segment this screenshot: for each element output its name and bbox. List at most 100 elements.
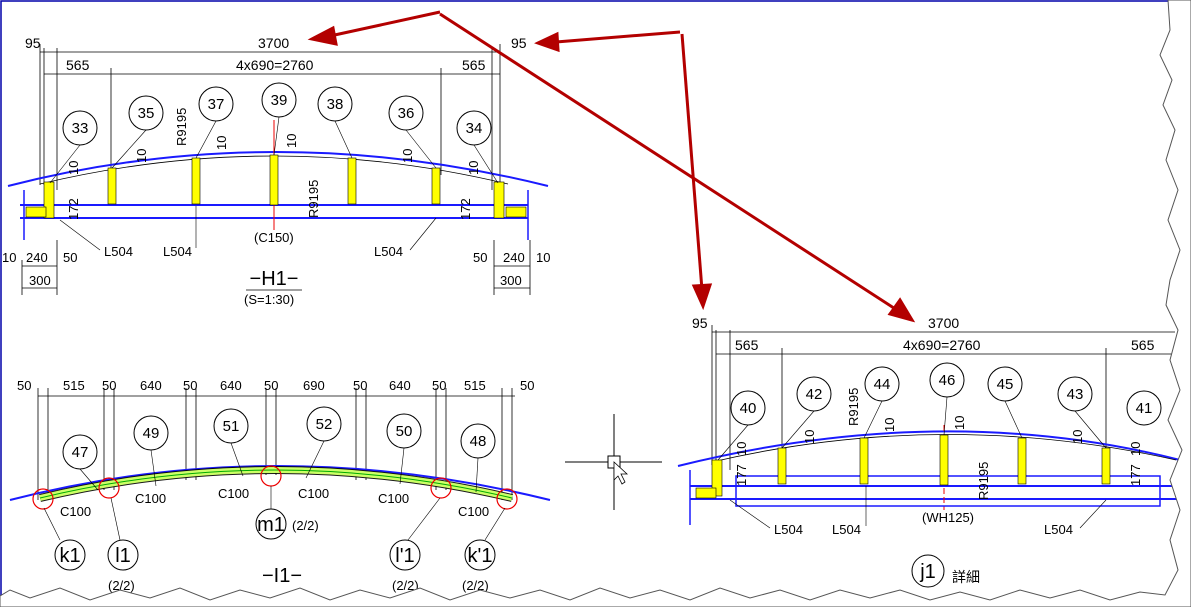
dim-left-edge: 95: [25, 35, 41, 51]
bubble-label: 35: [138, 105, 155, 122]
dim-bottom-left-3: 50: [63, 250, 77, 265]
member-label: (C150): [254, 230, 294, 245]
angle-label: L504: [104, 244, 133, 259]
dim-segment: 50: [183, 378, 197, 393]
drawing-h1: 95 3700 95 565 4x690=2760 565: [2, 35, 550, 307]
bubble-label: 50: [396, 423, 413, 440]
dim-total: 3700: [928, 315, 959, 331]
bubble-label: 38: [327, 96, 344, 113]
radius-label: R9195: [976, 462, 991, 500]
gap-label: 10: [1070, 430, 1085, 444]
dim-segment: 640: [389, 378, 411, 393]
dim-right-edge: 95: [511, 35, 527, 51]
gap-label: 10: [214, 136, 229, 150]
angle-label: L504: [1044, 522, 1073, 537]
detail-marker: k'1: [468, 545, 493, 567]
height-label: 172: [66, 198, 81, 220]
detail-note: (2/2): [108, 578, 135, 593]
bubble-label: 40: [740, 400, 757, 417]
dim-left: 565: [735, 337, 759, 353]
dim-segment: 515: [63, 378, 85, 393]
member-label: C100: [135, 491, 166, 506]
bubble-label: 36: [398, 105, 415, 122]
dim-bottom-right-1: 50: [473, 250, 487, 265]
radius-label: R9195: [306, 180, 321, 218]
dim-left-edge: 95: [692, 315, 708, 331]
member-label: C100: [60, 504, 91, 519]
bubble-label: 41: [1136, 400, 1153, 417]
dim-segment: 640: [140, 378, 162, 393]
drawing-title: −H1−: [250, 268, 299, 290]
dim-bottom-left-2: 240: [26, 250, 48, 265]
radius-label: R9195: [174, 108, 189, 146]
detail-note: (2/2): [462, 578, 489, 593]
angle-label: L504: [832, 522, 861, 537]
drawing-i1: 50 515 50 640 50 640 50 690 50 640 50 51…: [9, 378, 551, 593]
bubble-label: 45: [997, 376, 1014, 393]
detail-marker: l'1: [395, 545, 414, 567]
bubble-label: 34: [466, 120, 483, 137]
angle-label: L504: [774, 522, 803, 537]
dim-segment: 50: [17, 378, 31, 393]
dim-segment: 515: [464, 378, 486, 393]
detail-marker: l1: [115, 545, 131, 567]
gap-label: 10: [134, 149, 149, 163]
dim-right: 565: [1131, 337, 1155, 353]
dim-total: 3700: [258, 35, 289, 51]
member-label: C100: [378, 491, 409, 506]
member-label: (WH125): [922, 510, 974, 525]
gap-label: 10: [952, 416, 967, 430]
gap-label: 10: [802, 430, 817, 444]
dim-left: 565: [66, 57, 90, 73]
bubble-label: 49: [143, 425, 160, 442]
bubble-label: 51: [223, 418, 240, 435]
dim-bottom-right-2: 240: [503, 250, 525, 265]
height-label: 177: [734, 464, 749, 486]
callout-arrows: [307, 10, 916, 323]
member-label: C100: [298, 486, 329, 501]
bubble-label: 46: [939, 372, 956, 389]
drawing-scale: (S=1:30): [244, 292, 294, 307]
gap-label: 10: [284, 134, 299, 148]
drawing-title-suffix: 詳細: [952, 569, 980, 585]
gap-label: 10: [466, 161, 481, 175]
dim-segment: 50: [353, 378, 367, 393]
bubble-label: 43: [1067, 386, 1084, 403]
dim-bottom-left-total: 300: [29, 273, 51, 288]
dim-segment: 50: [264, 378, 278, 393]
height-label: 177: [1128, 464, 1143, 486]
bubble-label: 48: [470, 433, 487, 450]
bubble-label: 42: [806, 386, 823, 403]
bubble-label: 37: [208, 96, 225, 113]
dim-segment: 50: [520, 378, 534, 393]
drawing-title: j1: [919, 561, 936, 583]
crosshair-cursor: [565, 414, 662, 510]
angle-label: L504: [163, 244, 192, 259]
bubble-label: 52: [316, 416, 333, 433]
bubble-label: 44: [874, 376, 891, 393]
dim-segment: 50: [432, 378, 446, 393]
height-label: 172: [458, 198, 473, 220]
dim-segment: 640: [220, 378, 242, 393]
gap-label: 10: [66, 161, 81, 175]
detail-marker: m1: [257, 514, 285, 536]
bubble-label: 47: [72, 444, 89, 461]
dim-segment: 50: [102, 378, 116, 393]
detail-note: (2/2): [392, 578, 419, 593]
drawing-j1: 95 3700 565 4x690=2760 565: [677, 315, 1181, 588]
dim-bottom-right-total: 300: [500, 273, 522, 288]
detail-marker: k1: [59, 545, 80, 567]
dim-middle: 4x690=2760: [236, 57, 314, 73]
detail-note: (2/2): [292, 518, 319, 533]
bubble-label: 33: [72, 120, 89, 137]
radius-label: R9195: [846, 388, 861, 426]
dim-middle: 4x690=2760: [903, 337, 981, 353]
dim-segment: 690: [303, 378, 325, 393]
angle-label: L504: [374, 244, 403, 259]
gap-label: 10: [400, 149, 415, 163]
member-label: C100: [458, 504, 489, 519]
